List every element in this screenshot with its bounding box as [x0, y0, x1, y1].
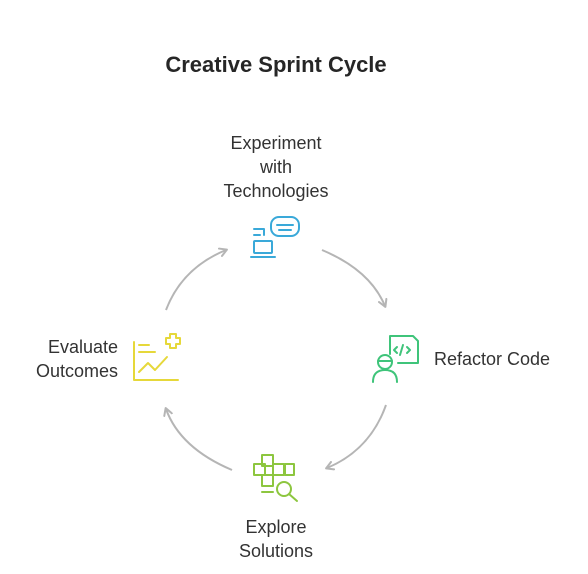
- step-label-line: with: [259, 157, 292, 177]
- arrow-left-to-top: [165, 247, 228, 311]
- grid-search-icon: [253, 454, 298, 502]
- step-explore-solutions: Explore Solutions: [176, 515, 376, 563]
- step-label-line: Solutions: [238, 541, 314, 561]
- step-label-line: Technologies: [223, 181, 329, 201]
- step-label-line: Explore: [245, 517, 307, 537]
- step-experiment-with-technologies: Experiment with Technologies: [176, 131, 376, 203]
- step-label-line: Evaluate: [47, 337, 118, 357]
- arrow-top-to-right: [321, 249, 388, 308]
- step-evaluate-outcomes: Evaluate Outcomes: [18, 335, 118, 383]
- step-label-line: Outcomes: [35, 361, 118, 381]
- chart-plus-icon: [133, 333, 181, 381]
- step-refactor-code: Refactor Code: [434, 347, 550, 371]
- arrow-bottom-to-left: [163, 407, 233, 471]
- step-label-line: Experiment: [230, 133, 322, 153]
- developer-code-icon: [372, 335, 419, 383]
- vr-headset-laptop-icon: [250, 216, 300, 258]
- arrow-right-to-bottom: [325, 404, 387, 471]
- step-label-line: Refactor Code: [434, 349, 551, 369]
- diagram-title: Creative Sprint Cycle: [165, 52, 387, 77]
